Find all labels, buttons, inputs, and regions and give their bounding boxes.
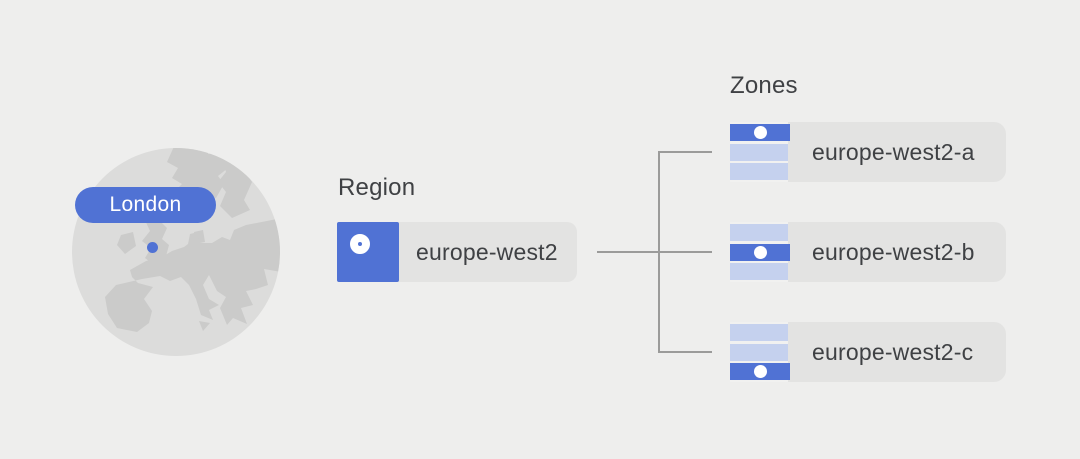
london-badge: London bbox=[75, 187, 216, 223]
europe-globe bbox=[72, 148, 280, 356]
zone-bar bbox=[730, 224, 788, 241]
zone-name: europe-west2-b bbox=[812, 238, 975, 265]
zone-active-dot-icon bbox=[753, 126, 767, 139]
connector-zone-c-line bbox=[658, 351, 712, 353]
zone-bar bbox=[730, 263, 788, 280]
connector-vertical-line bbox=[658, 151, 660, 353]
region-heading: Region bbox=[338, 174, 416, 201]
zone-active-dot-icon bbox=[753, 365, 767, 378]
zone-bar bbox=[730, 343, 788, 361]
europe-map bbox=[105, 148, 280, 332]
region-ring-icon bbox=[350, 234, 370, 254]
zone-bar bbox=[730, 324, 788, 341]
zone-card-europe-west2-b: europe-west2-b bbox=[730, 222, 1006, 282]
connector-zone-a-line bbox=[658, 151, 712, 153]
zone-name: europe-west2-a bbox=[812, 138, 975, 165]
zone-active-dot-icon bbox=[753, 245, 767, 259]
london-location-dot bbox=[147, 242, 158, 253]
region-name: europe-west2 bbox=[416, 238, 558, 265]
london-badge-label: London bbox=[109, 193, 182, 216]
connector-region-line bbox=[597, 251, 712, 253]
zone-bar bbox=[730, 143, 788, 161]
region-icon bbox=[337, 222, 399, 282]
zone-card-europe-west2-c: europe-west2-c bbox=[730, 322, 1006, 382]
region-card: europe-west2 bbox=[337, 222, 577, 282]
zone-icon bbox=[730, 222, 790, 282]
zone-card-europe-west2-a: europe-west2-a bbox=[730, 122, 1006, 182]
zone-name: europe-west2-c bbox=[812, 338, 974, 365]
zone-icon bbox=[730, 322, 790, 382]
zone-icon bbox=[730, 122, 790, 182]
zone-bar bbox=[730, 163, 788, 180]
zones-heading: Zones bbox=[730, 72, 798, 99]
